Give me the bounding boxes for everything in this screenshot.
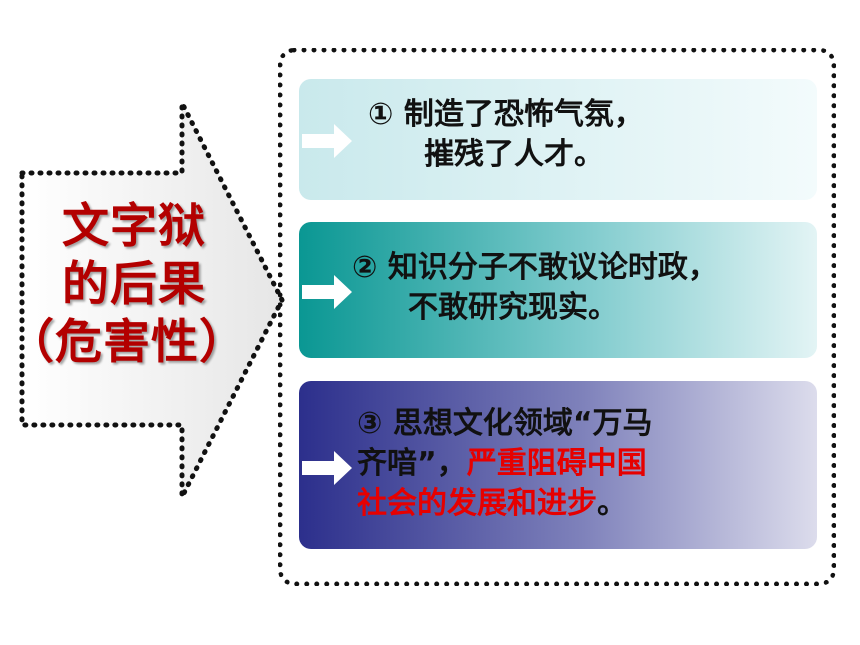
right-arrow-icon (302, 451, 352, 485)
item-1-line-1: ① 制造了恐怖气氛， (368, 97, 644, 132)
consequence-box-3 (299, 381, 817, 549)
item-1-line-2: 摧残了人才。 (424, 137, 604, 172)
item-3-highlight-2: 社会的发展和进步 (357, 486, 597, 521)
item-2-line-2: 不敢研究现实。 (408, 290, 618, 325)
item-3-line-2-text: 齐喑”， (357, 446, 467, 481)
item-3-line-3: 社会的发展和进步。 (357, 484, 653, 524)
item-3-line-1: ③ 思想文化领域“万马 (357, 406, 653, 441)
item-3-line-2: 齐喑”，严重阻碍中国 (357, 444, 653, 484)
right-arrow-icon (302, 275, 352, 309)
consequence-title: 文字狱 的后果 （危害性） (7, 198, 250, 372)
dotted-frame (278, 48, 836, 586)
consequence-box-1 (299, 79, 817, 200)
title-line-1: 文字狱 (62, 199, 206, 254)
title-line-3: （危害性） (7, 315, 247, 370)
item-3-highlight-1: 严重阻碍中国 (466, 446, 647, 481)
right-arrow-icon (302, 124, 352, 158)
consequence-text-2: ② 知识分子不敢议论时政， 不敢研究现实。 (352, 248, 718, 328)
item-3-tail: 。 (597, 486, 627, 521)
title-line-2: 的后果 (62, 257, 206, 312)
consequence-box-2 (299, 222, 817, 358)
consequence-text-3: ③ 思想文化领域“万马 齐喑”，严重阻碍中国 社会的发展和进步。 (357, 404, 653, 524)
consequence-text-1: ① 制造了恐怖气氛， 摧残了人才。 (368, 95, 644, 175)
item-2-line-1: ② 知识分子不敢议论时政， (352, 250, 718, 285)
